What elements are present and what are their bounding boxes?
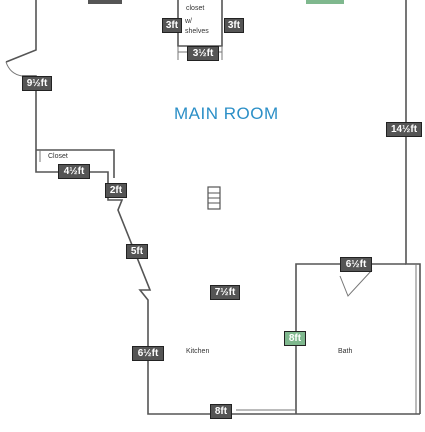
bottom-wall [198, 409, 420, 415]
stairs-icon [207, 186, 221, 210]
bath-walls [295, 263, 406, 414]
left-wall [5, 0, 198, 415]
top-closet-label-line2: w/ [185, 18, 192, 25]
dim-bath-top: 6½ft [340, 257, 372, 272]
top-cutoff-tag-right [306, 0, 344, 4]
bath-label: Bath [338, 348, 353, 355]
dim-top-closet-left: 3ft [162, 18, 182, 33]
dim-kitchen-left: 6½ft [132, 346, 164, 361]
dim-top-closet-right: 3ft [224, 18, 244, 33]
left-closet [36, 149, 115, 178]
dim-left-diagonal: 5ft [126, 244, 148, 259]
top-closet-label-line3: shelves [185, 28, 209, 35]
dim-bath-left: 8ft [284, 331, 306, 346]
dim-kitchen-center: 7½ft [210, 285, 240, 300]
top-cutoff-tag-left [88, 0, 122, 4]
main-room-label: MAIN ROOM [174, 104, 279, 123]
top-closet-label-line1: closet [186, 5, 205, 12]
dim-top-closet-bottom: 3½ft [187, 46, 219, 61]
left-closet-label: Closet [48, 153, 68, 160]
dim-left-upper: 9½ft [22, 76, 52, 91]
kitchen-label: Kitchen [186, 348, 210, 355]
right-wall [405, 0, 421, 414]
dim-right-main: 14½ft [386, 122, 422, 137]
dim-closet-width: 4½ft [58, 164, 90, 179]
dim-bottom: 8ft [210, 404, 232, 419]
dim-left-jog: 2ft [105, 183, 127, 198]
